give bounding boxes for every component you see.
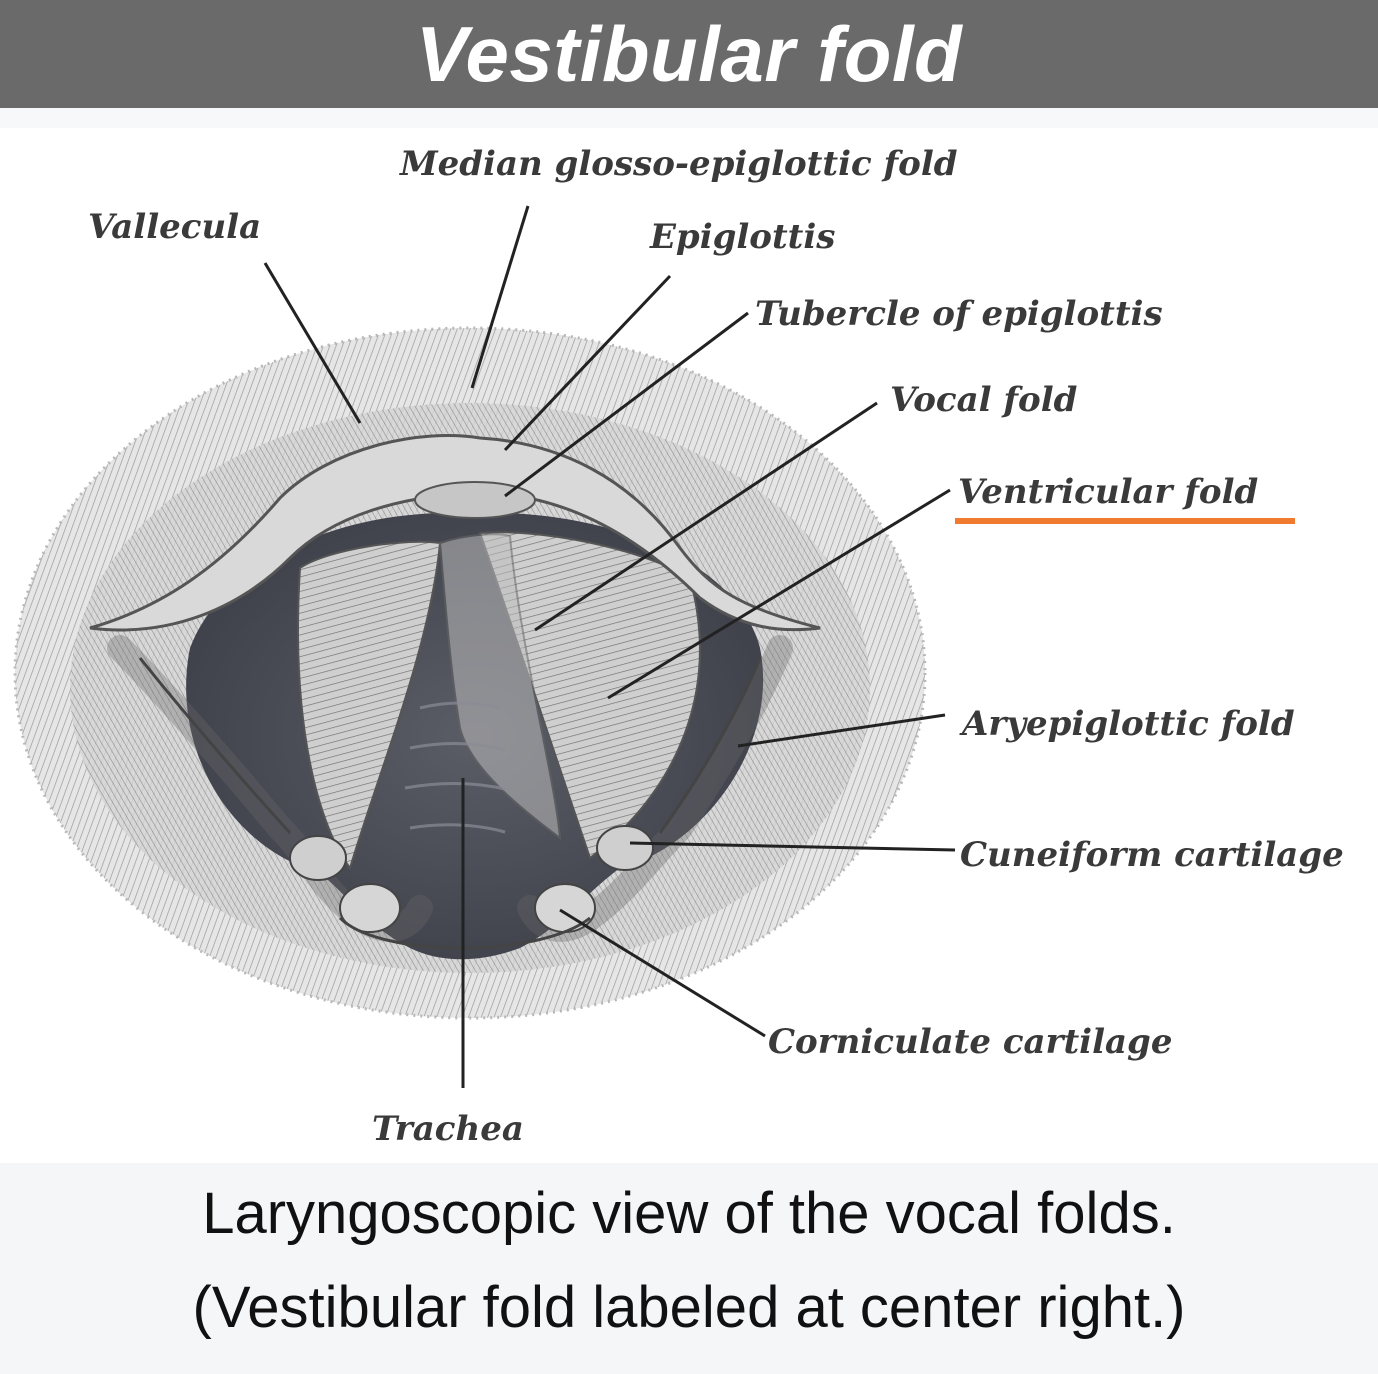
leader-vocal-fold <box>534 401 878 632</box>
label-aryepiglottic-fold: Aryepiglottic fold <box>959 704 1295 744</box>
leader-ventricular-fold <box>607 488 951 700</box>
leader-vallecula <box>263 262 362 424</box>
label-vallecula: Vallecula <box>88 207 261 247</box>
label-cuneiform-cartilage: Cuneiform cartilage <box>960 835 1344 875</box>
leader-aryepiglottic-fold <box>737 713 946 748</box>
caption-line-2: (Vestibular fold labeled at center right… <box>192 1275 1186 1340</box>
leader-lines <box>263 205 956 1088</box>
title-bar: Vestibular fold <box>0 0 1378 108</box>
leader-median-glosso-epiglottic-fold <box>470 205 530 389</box>
caption-line-1: Laryngoscopic view of the vocal folds. <box>202 1181 1176 1246</box>
label-epiglottis: Epiglottis <box>649 217 835 257</box>
leader-cuneiform-cartilage <box>629 841 956 852</box>
aryepiglottic-folds <box>107 635 793 950</box>
page-title: Vestibular fold <box>415 9 963 98</box>
label-vocal-fold: Vocal fold <box>890 380 1078 420</box>
leader-tubercle-of-epiglottis <box>504 311 749 498</box>
label-corniculate-cartilage: Corniculate cartilage <box>768 1022 1172 1062</box>
leader-epiglottis <box>503 274 672 452</box>
epiglottis-arch <box>89 434 821 632</box>
larynx-illustration: Median glosso-epiglottic fold Vallecula … <box>13 144 1344 1149</box>
leader-corniculate-cartilage <box>559 908 766 1038</box>
label-trachea: Trachea <box>372 1109 524 1149</box>
figure-caption: Laryngoscopic view of the vocal folds. (… <box>0 1163 1378 1374</box>
label-median-glosso-epiglottic-fold: Median glosso-epiglottic fold <box>399 144 958 184</box>
label-tubercle-of-epiglottis: Tubercle of epiglottis <box>755 294 1163 334</box>
larynx-figure: Median glosso-epiglottic fold Vallecula … <box>0 128 1378 1163</box>
ventricular-fold-highlight-underline <box>955 518 1295 524</box>
label-ventricular-fold: Ventricular fold <box>958 472 1258 512</box>
